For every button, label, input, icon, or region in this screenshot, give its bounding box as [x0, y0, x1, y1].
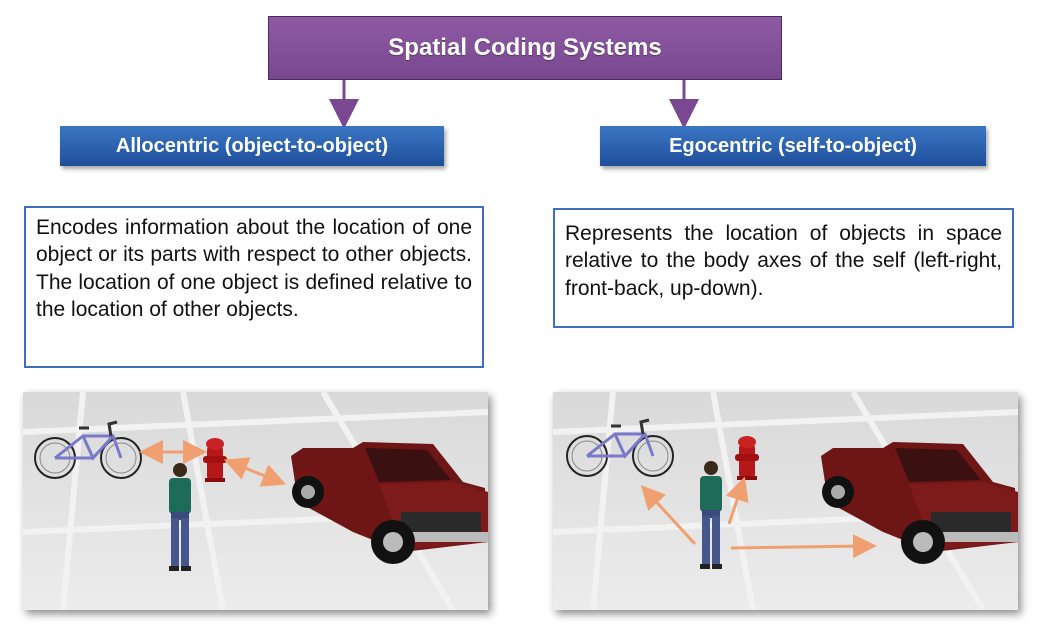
allocentric-description: Encodes information about the location o… [24, 206, 484, 368]
arrow-self-hydrant [725, 476, 749, 525]
egocentric-label: Egocentric (self-to-object) [600, 126, 986, 166]
fire-hydrant-icon [203, 438, 227, 482]
person-icon [700, 461, 722, 569]
pickup-truck-icon [821, 442, 1018, 564]
allocentric-scene [23, 392, 488, 610]
pickup-truck-icon [291, 442, 488, 564]
egocentric-scene [553, 392, 1018, 610]
egocentric-description: Represents the location of objects in sp… [553, 208, 1014, 328]
person-icon [169, 463, 191, 571]
bicycle-icon [34, 420, 142, 479]
bicycle-icon [566, 418, 674, 477]
connector-arrows [329, 80, 699, 129]
allocentric-label: Allocentric (object-to-object) [60, 126, 444, 166]
arrow-self-truck [730, 534, 877, 559]
arrow-self-bicycle [640, 485, 697, 546]
arrow-hydrant-truck [223, 457, 287, 487]
diagram-title: Spatial Coding Systems [268, 16, 782, 80]
fire-hydrant-icon [735, 436, 759, 480]
